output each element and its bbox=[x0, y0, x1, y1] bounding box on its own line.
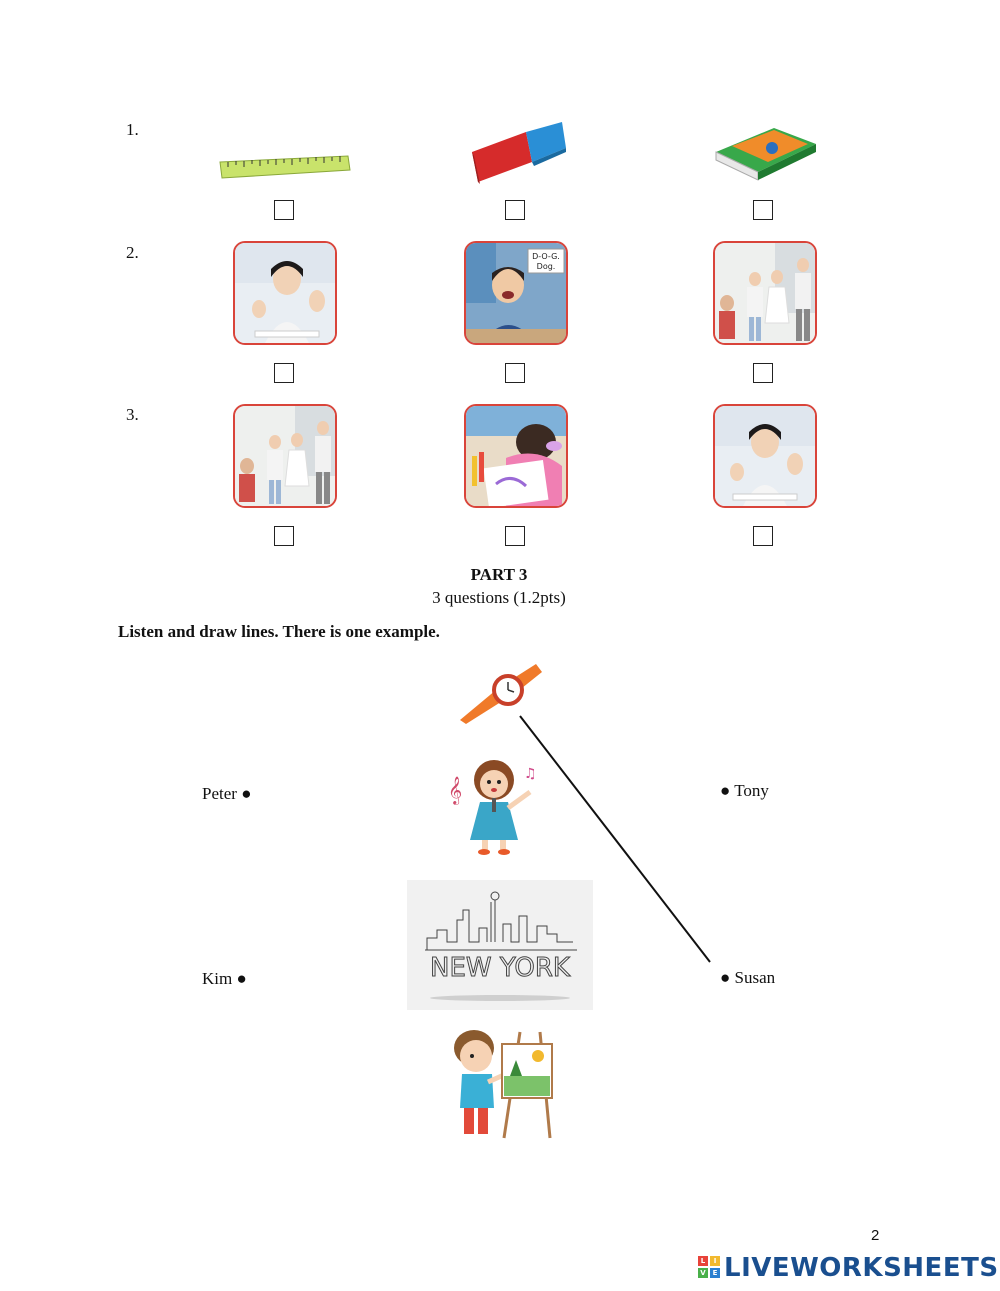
spelling-card-line1: D-O-G. bbox=[532, 252, 560, 261]
susan-dot[interactable]: ● bbox=[720, 968, 731, 987]
girl-counting-photo bbox=[713, 404, 817, 508]
watch-image bbox=[460, 664, 542, 724]
brand-wordmark: LIVEWORKSHEETS bbox=[724, 1253, 999, 1283]
name-peter: Peter ● bbox=[202, 784, 251, 804]
q3-option-c-checkbox[interactable] bbox=[753, 526, 773, 546]
ruler-image bbox=[219, 155, 351, 179]
liveworksheets-logo-icon: L I V E bbox=[698, 1256, 722, 1280]
new-york-cityscape-image: NEW YORK bbox=[407, 880, 593, 1010]
name-susan-label: Susan bbox=[734, 968, 776, 987]
logo-letter-i: I bbox=[710, 1256, 720, 1266]
music-note-icon: 𝄞 bbox=[448, 776, 462, 805]
peter-dot[interactable]: ● bbox=[241, 784, 252, 803]
eraser-image bbox=[472, 122, 566, 184]
q1-option-b-checkbox[interactable] bbox=[505, 200, 525, 220]
q1-option-a-checkbox[interactable] bbox=[274, 200, 294, 220]
cityscape-text: NEW YORK bbox=[430, 953, 571, 983]
name-tony-label: Tony bbox=[734, 781, 769, 800]
logo-letter-l: L bbox=[698, 1256, 708, 1266]
kim-dot[interactable]: ● bbox=[236, 969, 247, 988]
name-susan: ● Susan bbox=[720, 968, 775, 988]
question-number-1: 1. bbox=[126, 120, 139, 139]
girl-singing-image: 𝄞 ♫ bbox=[448, 760, 537, 855]
logo-letter-v: V bbox=[698, 1268, 708, 1278]
boy-painting-image bbox=[454, 1030, 553, 1139]
girl-counting-photo bbox=[233, 241, 337, 345]
boy-spelling-photo: D-O-G. Dog. bbox=[464, 241, 568, 345]
page-number: 2 bbox=[871, 1227, 880, 1244]
question-number-2: 2. bbox=[126, 243, 139, 262]
name-peter-label: Peter bbox=[202, 784, 237, 803]
q2-option-c-checkbox[interactable] bbox=[753, 363, 773, 383]
q2-option-b-checkbox[interactable] bbox=[505, 363, 525, 383]
q2-option-a-checkbox[interactable] bbox=[274, 363, 294, 383]
spelling-card-line2: Dog. bbox=[537, 262, 556, 271]
tony-dot[interactable]: ● bbox=[720, 781, 731, 800]
example-match-line bbox=[519, 715, 711, 963]
name-tony: ● Tony bbox=[720, 781, 769, 801]
music-note-icon: ♫ bbox=[524, 766, 537, 782]
q3-option-b-checkbox[interactable] bbox=[505, 526, 525, 546]
question-number-3: 3. bbox=[126, 405, 139, 424]
book-image bbox=[715, 128, 816, 181]
children-singing-photo bbox=[233, 404, 337, 508]
part3-instruction: Listen and draw lines. There is one exam… bbox=[118, 622, 440, 641]
q1-option-c-checkbox[interactable] bbox=[753, 200, 773, 220]
name-kim: Kim ● bbox=[202, 969, 247, 989]
part3-title: PART 3 bbox=[470, 565, 528, 584]
logo-letter-e: E bbox=[710, 1268, 720, 1278]
part3-subtitle: 3 questions (1.2pts) bbox=[432, 588, 566, 607]
girl-drawing-photo bbox=[464, 404, 568, 508]
children-singing-photo bbox=[713, 241, 817, 345]
name-kim-label: Kim bbox=[202, 969, 233, 988]
q3-option-a-checkbox[interactable] bbox=[274, 526, 294, 546]
